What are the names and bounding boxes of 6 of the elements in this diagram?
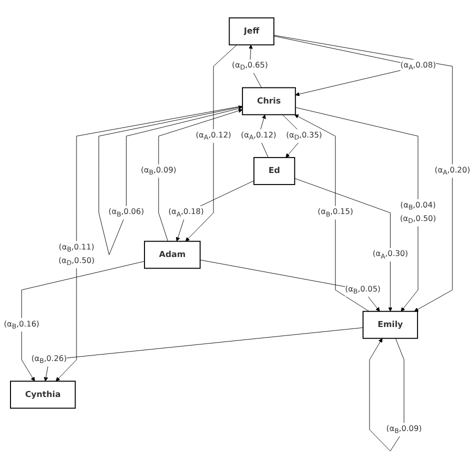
node-box: Cynthia [10, 380, 76, 409]
node-box: Ed [253, 157, 296, 186]
node-box: Emily [362, 310, 418, 339]
node-box: Chris [242, 87, 296, 116]
node-box: Adam [144, 240, 201, 269]
node-box: Jeff [228, 17, 274, 46]
